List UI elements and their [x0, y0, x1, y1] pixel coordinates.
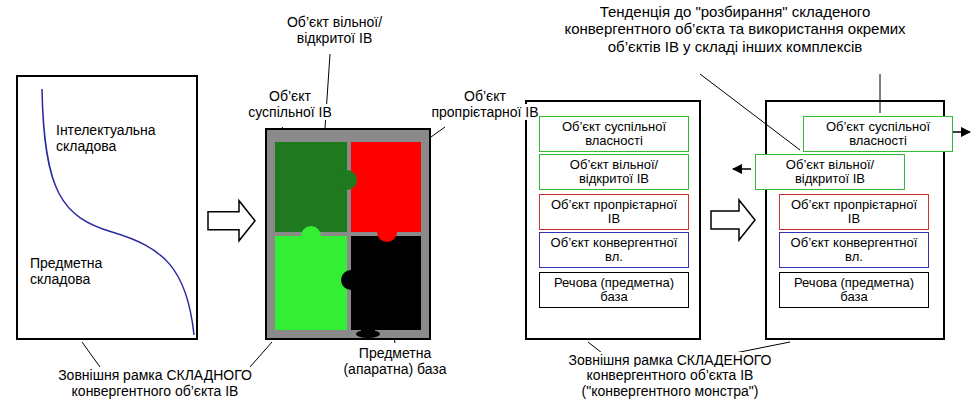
puzzle-frame — [265, 128, 431, 340]
label-text: Об’єкт пропрієтарної ІВ — [431, 88, 538, 120]
object-box: Об’єкт вільної/ відкритої ІВ — [539, 154, 689, 190]
object-box: Об’єкт конвергентної вл. — [779, 232, 929, 268]
removal-arrow — [733, 168, 751, 170]
object-box: Об’єкт суспільної власності — [539, 116, 689, 152]
outer-frame: Інтелектуальна складоваПредметна складов… — [16, 75, 198, 340]
object-box: Об’єкт пропрієтарної ІВ — [779, 194, 929, 230]
transition-arrow — [208, 201, 255, 241]
node-text: Об’єкт конвергентної вл. — [784, 236, 924, 265]
caption-label: Тенденція до "розбирання" складеного кон… — [550, 3, 920, 55]
curve-plot — [18, 77, 196, 338]
node-text: Предметна складова — [30, 255, 150, 287]
caption-label: Об’єкт суспільної ІВ — [240, 88, 340, 120]
object-box: Речова (предметна) база — [779, 272, 929, 308]
caption-label: Об’єкт вільної/відкритої ІВ — [262, 14, 407, 46]
label-text: Зовнішня рамка СКЛАДЕНОГО конвергентного… — [568, 352, 771, 399]
puzzle-tab — [301, 226, 321, 246]
caption-label: Зовнішня рамка СКЛАДНОГО конвергентного … — [20, 367, 290, 399]
label-text: Зовнішня рамка СКЛАДНОГО конвергентного … — [58, 367, 252, 399]
leader-line — [880, 74, 881, 113]
puzzle-piece — [351, 142, 421, 232]
node-text: Речова (предметна) база — [544, 276, 684, 305]
label-text: Об’єкт суспільної ІВ — [248, 88, 332, 120]
puzzle-piece — [275, 236, 347, 330]
object-box: Речова (предметна) база — [539, 272, 689, 308]
node-text: Об’єкт суспільної власності — [544, 120, 684, 149]
leader-line — [700, 74, 800, 150]
puzzle-tab — [337, 170, 357, 190]
puzzle-piece — [351, 236, 421, 330]
puzzle-tab — [356, 330, 380, 338]
node-text: Об’єкт конвергентної вл. — [544, 236, 684, 265]
node-text: Речова (предметна) база — [784, 276, 924, 305]
leader-line — [250, 342, 272, 367]
puzzle-illustration — [267, 130, 429, 338]
object-box: Об’єкт суспільної власності — [803, 116, 953, 152]
node-text: Об’єкт вільної/ відкритої ІВ — [760, 158, 900, 187]
puzzle-tab — [341, 270, 361, 290]
object-box: Об’єкт конвергентної вл. — [539, 232, 689, 268]
leader-line — [82, 342, 100, 367]
node-text: Об’єкт суспільної власності — [808, 120, 948, 149]
caption-label: Об’єкт пропрієтарної ІВ — [425, 88, 545, 120]
transition-arrow — [711, 200, 755, 240]
node-text: Об’єкт вільної/ відкритої ІВ — [544, 158, 684, 187]
caption-label: Зовнішня рамка СКЛАДЕНОГО конвергентного… — [555, 353, 785, 399]
removal-arrow — [953, 131, 970, 133]
outer-frame: Об’єкт суспільної власностіОб’єкт вільно… — [525, 100, 701, 340]
curve-line — [42, 89, 194, 335]
node-text: Інтелектуальна складова — [56, 122, 181, 154]
label-text: Тенденція до "розбирання" складеного кон… — [564, 3, 905, 55]
puzzle-tab — [377, 222, 397, 242]
puzzle-piece — [275, 142, 347, 232]
outer-frame: Об’єкт суспільної власностіОб’єкт вільно… — [765, 100, 945, 340]
label-text: Предметна (апаратна) база — [343, 345, 446, 377]
object-box: Об’єкт вільної/ відкритої ІВ — [755, 154, 905, 190]
node-text: Об’єкт пропрієтарної ІВ — [544, 198, 684, 227]
label-text: Об’єкт вільної/відкритої ІВ — [287, 14, 382, 46]
caption-label: Предметна (апаратна) база — [340, 345, 450, 377]
node-text: Об’єкт пропрієтарної ІВ — [784, 198, 924, 227]
object-box: Об’єкт пропрієтарної ІВ — [539, 194, 689, 230]
